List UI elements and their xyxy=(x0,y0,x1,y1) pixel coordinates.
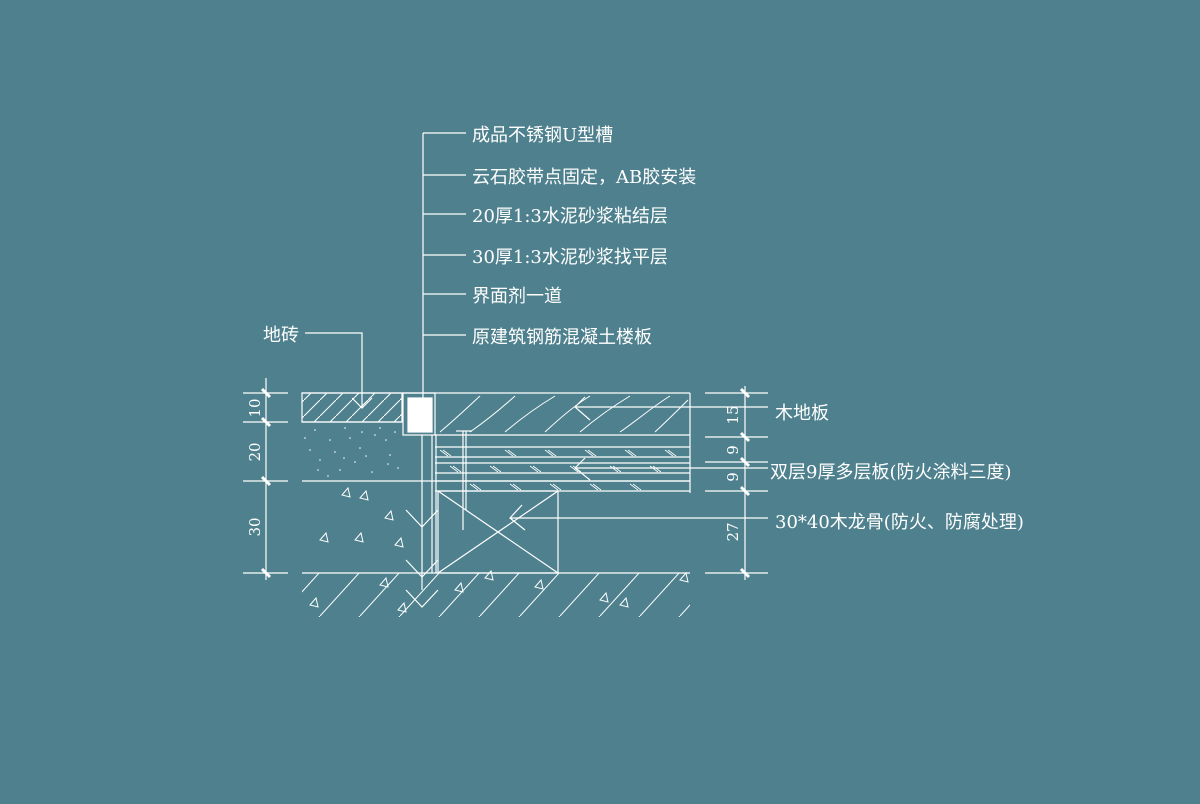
callout-floor-tile: 地砖 xyxy=(263,325,299,346)
callout-wood-floor: 木地板 xyxy=(775,403,829,424)
concrete-slab xyxy=(302,573,690,617)
dim-tile-thickness: 10 xyxy=(246,398,264,417)
callout-stainless-channel: 成品不锈钢U型槽 xyxy=(472,125,613,146)
callout-wood-joist: 30*40木龙骨(防火、防腐处理) xyxy=(775,512,1024,533)
stainless-u-channel xyxy=(402,392,439,608)
dim-wood-floor-thickness: 15 xyxy=(724,405,742,424)
wood-floor-section xyxy=(435,393,691,574)
slab-aggregate xyxy=(309,569,689,613)
dim-bonding-thickness: 20 xyxy=(246,442,264,461)
top-leader-group: 成品不锈钢U型槽 云石胶带点固定，AB胶安装 20厚1:3水泥砂浆粘结层 30厚… xyxy=(422,125,696,398)
bonding-mortar-layer xyxy=(304,427,399,477)
dim-leveling-thickness: 30 xyxy=(246,517,264,536)
callout-leveling-layer: 30厚1:3水泥砂浆找平层 xyxy=(472,247,668,268)
callout-marble-glue: 云石胶带点固定，AB胶安装 xyxy=(472,167,696,188)
callout-interface-agent: 界面剂一道 xyxy=(472,286,562,307)
dim-plywood-1-thickness: 9 xyxy=(724,445,742,455)
nail xyxy=(456,430,472,530)
dim-plywood-2-thickness: 9 xyxy=(724,472,742,482)
right-dimension-chain: 15 9 9 27 xyxy=(705,386,768,580)
plywood-hatch xyxy=(439,449,677,491)
callout-bonding-layer: 20厚1:3水泥砂浆粘结层 xyxy=(472,206,668,227)
wood-grain xyxy=(439,395,689,433)
floor-tile-layer xyxy=(301,392,403,423)
dim-joist-height: 27 xyxy=(724,522,742,541)
callout-concrete-slab: 原建筑钢筋混凝土楼板 xyxy=(472,327,652,348)
tile-floor-section xyxy=(301,392,690,617)
wood-joist xyxy=(437,490,559,574)
right-leaders: 木地板 双层9厚多层板(防火涂料三度) 30*40木龙骨(防火、防腐处理) xyxy=(509,396,1024,533)
left-dimension-chain: 10 20 30 xyxy=(243,378,288,580)
leveling-layer-aggregate xyxy=(319,486,404,548)
callout-plywood: 双层9厚多层板(防火涂料三度) xyxy=(770,462,1012,483)
